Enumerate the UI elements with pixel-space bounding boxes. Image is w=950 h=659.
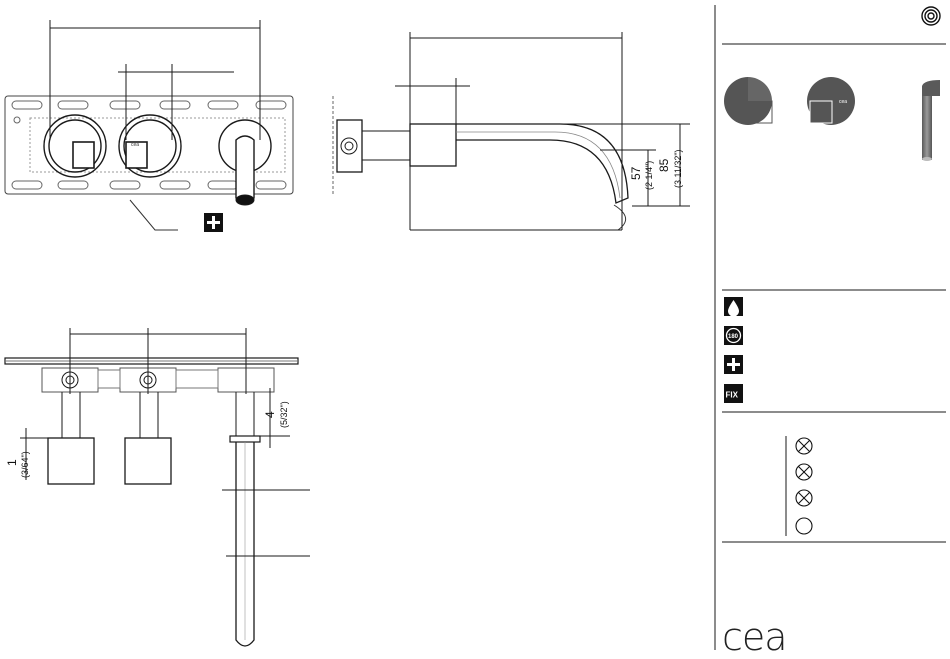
top-view [5, 328, 310, 646]
spout-front [219, 120, 271, 205]
dim-85: 85 [657, 158, 671, 172]
water-drop-icon [724, 297, 743, 317]
fix-label: FIX [726, 391, 739, 400]
target-icon [922, 7, 940, 25]
spout-variant-icon [922, 80, 940, 161]
handle-variant-mark: cea [839, 99, 847, 105]
side-view [333, 32, 690, 230]
handle-variant-2-icon [807, 77, 855, 125]
handle-right [119, 115, 181, 177]
handle-variant-1-icon [724, 77, 772, 125]
crossed-circle-icon [796, 438, 812, 534]
dim-57-inch: (2 1/4") [644, 161, 654, 190]
front-view [5, 20, 293, 230]
dim-1: 1 [5, 459, 19, 466]
dim-4-inch: (5/32") [279, 401, 289, 428]
spout-side [456, 124, 628, 203]
dim-4: 4 [263, 411, 277, 418]
plus-legend-icon [724, 355, 743, 374]
dim-57: 57 [629, 166, 643, 180]
handle-mark-front: cea [131, 142, 139, 148]
rotation-180-label: 180 [728, 334, 739, 340]
handle-left [44, 115, 106, 177]
dim-85-inch: (3 11/32") [673, 149, 683, 188]
brand-logo: cea [722, 618, 787, 656]
plus-icon [204, 213, 223, 232]
dim-1-inch: (3/64") [20, 451, 30, 478]
plate-slots-top [12, 101, 286, 109]
